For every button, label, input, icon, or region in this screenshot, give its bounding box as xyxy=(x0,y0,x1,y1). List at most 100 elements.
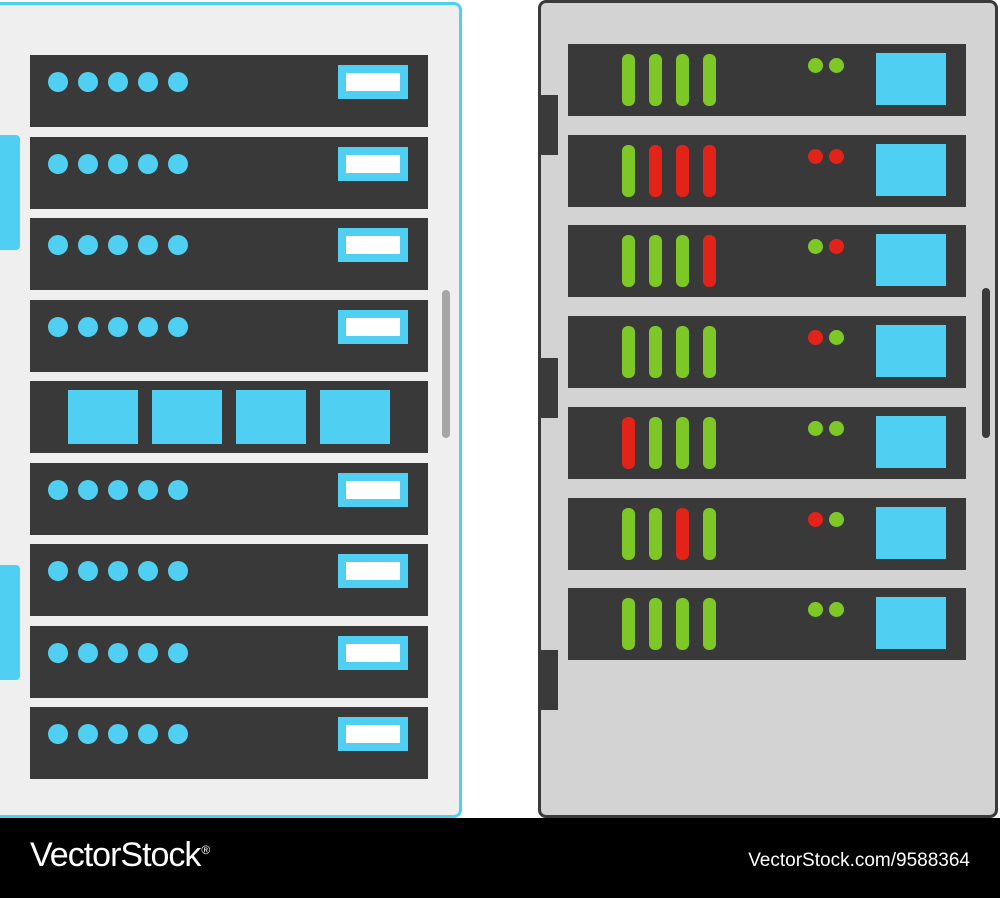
server-unit xyxy=(30,707,428,779)
status-led xyxy=(78,154,98,174)
status-led xyxy=(168,724,188,744)
image-id-link[interactable]: VectorStock.com/9588364 xyxy=(748,850,970,871)
status-led xyxy=(829,421,844,436)
display-panel xyxy=(876,144,946,196)
drive-bay xyxy=(68,390,138,444)
server-rack-left xyxy=(0,2,462,818)
server-unit xyxy=(30,55,428,127)
status-bar xyxy=(676,508,689,560)
status-led xyxy=(808,602,823,617)
status-bar xyxy=(676,326,689,378)
drive-slot xyxy=(338,65,408,99)
status-led xyxy=(138,317,158,337)
status-led xyxy=(108,317,128,337)
drive-slot xyxy=(338,636,408,670)
drive-slot-window xyxy=(346,725,400,743)
status-bar xyxy=(703,145,716,197)
brand-name: VectorStock xyxy=(30,836,201,874)
server-unit xyxy=(30,218,428,290)
status-led xyxy=(48,561,68,581)
status-led xyxy=(138,480,158,500)
drive-slot xyxy=(338,228,408,262)
drive-slot-window xyxy=(346,562,400,580)
status-bar xyxy=(622,417,635,469)
status-led xyxy=(78,72,98,92)
status-led xyxy=(78,724,98,744)
status-led xyxy=(108,235,128,255)
footer-bar: VectorStock® VectorStock.com/9588364 xyxy=(0,818,1000,898)
status-led xyxy=(168,317,188,337)
server-unit xyxy=(568,135,966,207)
rack-right-interior xyxy=(568,44,966,660)
status-led xyxy=(168,154,188,174)
status-bar xyxy=(676,598,689,650)
status-led xyxy=(48,724,68,744)
server-unit xyxy=(568,316,966,388)
drive-bay xyxy=(320,390,390,444)
status-led xyxy=(78,317,98,337)
status-led xyxy=(829,149,844,164)
status-led xyxy=(138,154,158,174)
status-bar xyxy=(649,508,662,560)
status-led xyxy=(108,480,128,500)
server-unit xyxy=(30,381,428,453)
status-bar xyxy=(649,235,662,287)
status-bar xyxy=(622,508,635,560)
status-bar xyxy=(622,326,635,378)
status-led xyxy=(829,512,844,527)
status-led xyxy=(48,480,68,500)
rack-left-handle xyxy=(442,290,450,438)
status-bar xyxy=(649,145,662,197)
status-led xyxy=(829,330,844,345)
status-led xyxy=(108,561,128,581)
status-bar xyxy=(622,598,635,650)
registered-mark: ® xyxy=(201,842,210,857)
status-led xyxy=(808,239,823,254)
status-led xyxy=(108,72,128,92)
status-bar xyxy=(649,598,662,650)
drive-slot-window xyxy=(346,73,400,91)
status-bar xyxy=(622,145,635,197)
status-bar xyxy=(703,508,716,560)
brand-logo[interactable]: VectorStock® xyxy=(30,836,210,875)
status-led xyxy=(168,72,188,92)
display-panel xyxy=(876,234,946,286)
status-bar xyxy=(649,54,662,106)
display-panel xyxy=(876,325,946,377)
rack-left-interior xyxy=(30,55,428,779)
server-unit xyxy=(30,137,428,209)
status-led xyxy=(78,235,98,255)
status-led xyxy=(808,58,823,73)
server-unit xyxy=(568,225,966,297)
status-led xyxy=(78,561,98,581)
drive-slot-window xyxy=(346,644,400,662)
status-bar xyxy=(676,54,689,106)
status-led xyxy=(48,235,68,255)
server-unit xyxy=(568,498,966,570)
status-led xyxy=(138,235,158,255)
rack-left-hinge-bottom xyxy=(0,565,20,680)
drive-slot xyxy=(338,554,408,588)
status-bar xyxy=(676,145,689,197)
display-panel xyxy=(876,507,946,559)
status-led xyxy=(168,643,188,663)
status-bar xyxy=(676,417,689,469)
status-led xyxy=(168,480,188,500)
server-unit xyxy=(568,588,966,660)
rack-right-hinge-middle xyxy=(538,358,558,418)
server-unit xyxy=(30,300,428,372)
server-unit xyxy=(568,44,966,116)
status-led xyxy=(48,317,68,337)
status-led xyxy=(168,235,188,255)
status-led xyxy=(808,512,823,527)
server-unit xyxy=(568,407,966,479)
status-led xyxy=(108,724,128,744)
status-led xyxy=(78,643,98,663)
status-bar xyxy=(703,54,716,106)
rack-right-hinge-top xyxy=(538,95,558,155)
status-bar xyxy=(649,417,662,469)
status-led xyxy=(48,154,68,174)
status-bar xyxy=(703,598,716,650)
status-led xyxy=(829,239,844,254)
drive-slot xyxy=(338,473,408,507)
